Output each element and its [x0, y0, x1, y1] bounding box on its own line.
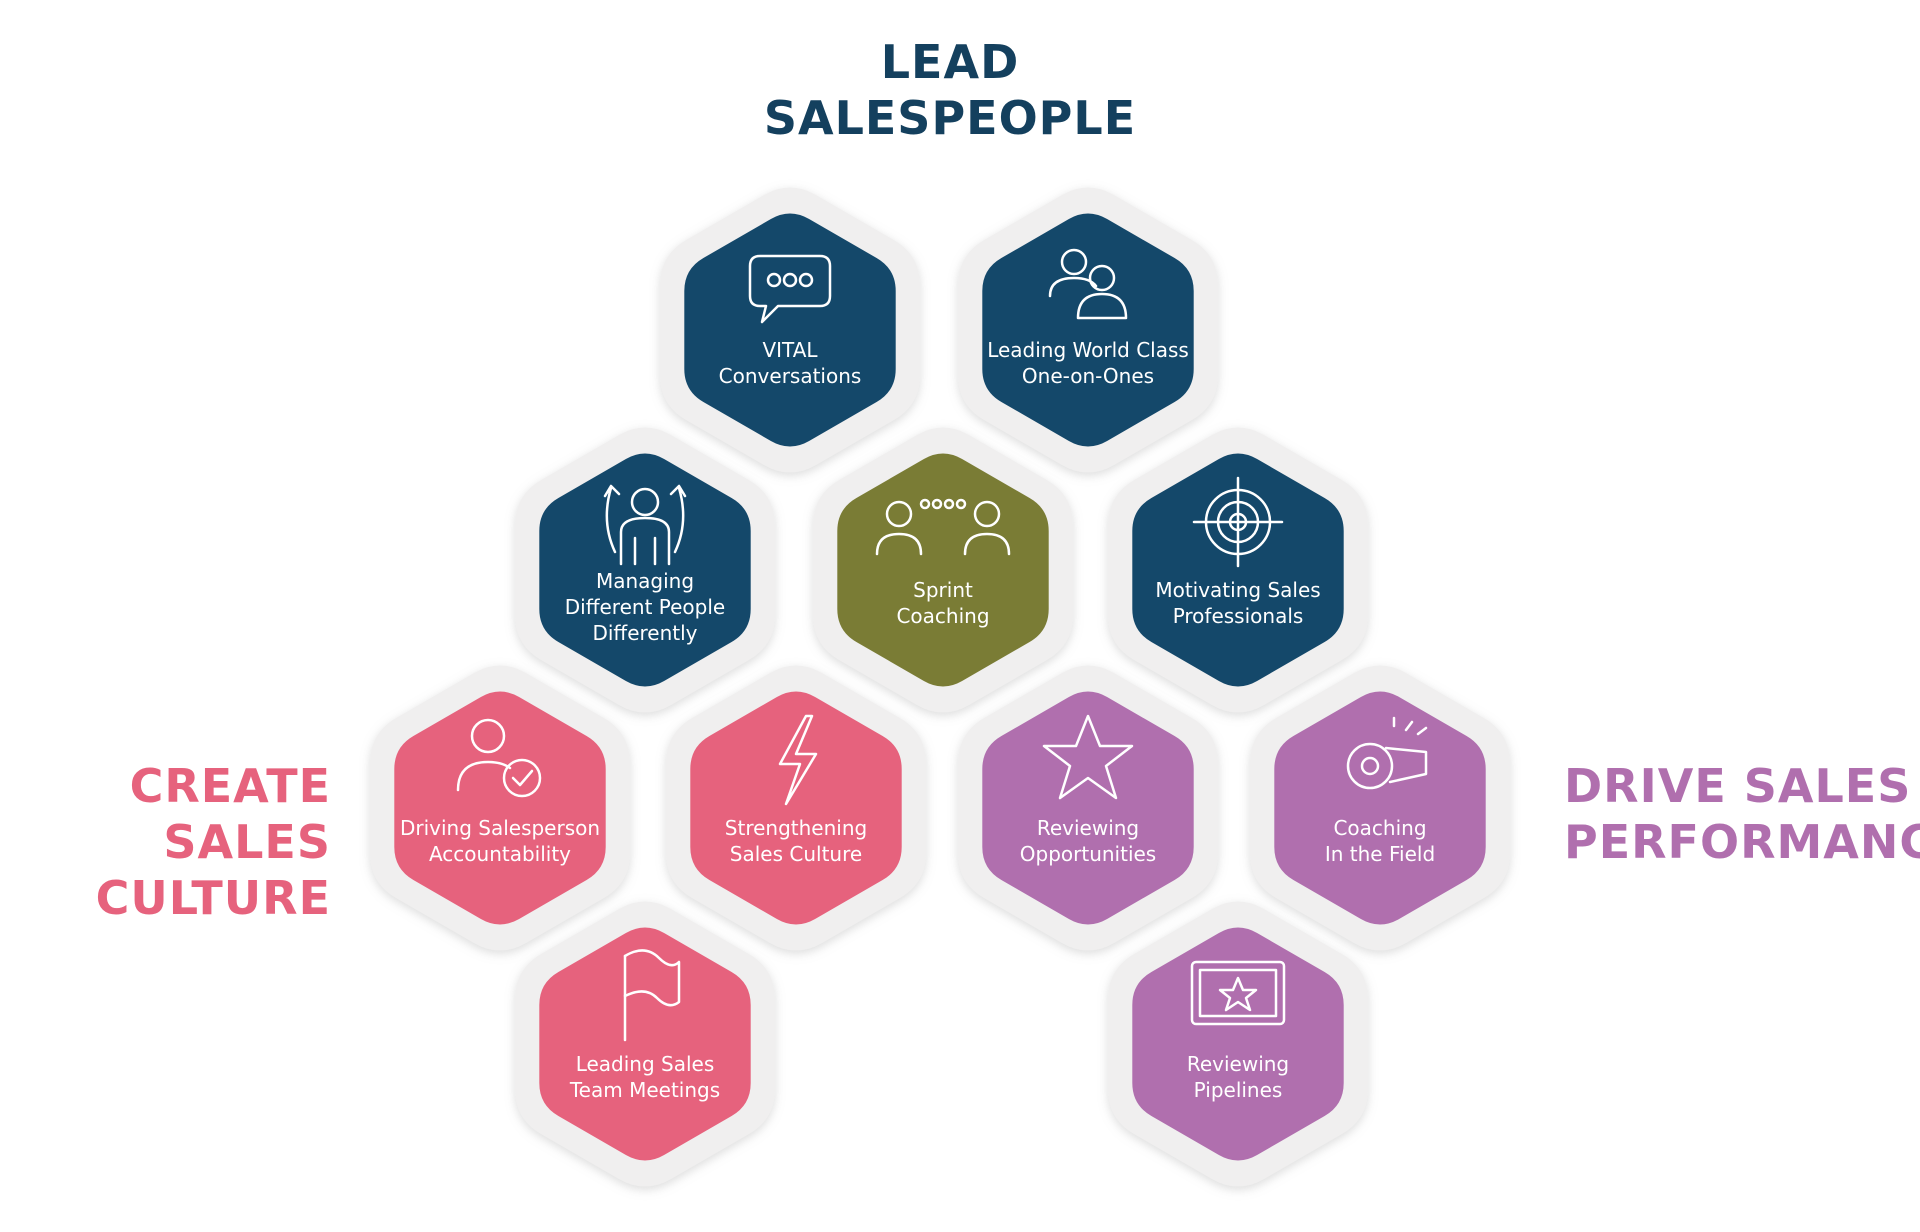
hexagon-tile: [690, 691, 902, 925]
heading-line: PERFORMANCE: [1564, 815, 1920, 869]
hexagon-label: Pipelines: [1194, 1078, 1283, 1102]
lightning-icon: [778, 714, 818, 806]
two-people-icon: [1048, 248, 1128, 320]
heading-line: DRIVE SALES: [1564, 759, 1912, 813]
heading-drive-sales-performance: DRIVE SALES PERFORMANCE: [1564, 758, 1920, 870]
hexagon-label: Motivating Sales: [1155, 578, 1320, 602]
hexagon-tile: [982, 691, 1194, 925]
hexagon-label: Different People: [565, 595, 725, 619]
hexagon-label: Driving Salesperson: [400, 816, 600, 840]
hexagon-tile: [539, 927, 751, 1161]
hexagon-label: Sales Culture: [730, 842, 862, 866]
hexagon-tile: [837, 453, 1049, 687]
hexagon-label: Reviewing: [1037, 816, 1139, 840]
hexagon-tile: [684, 213, 896, 447]
hexagon-label: Leading World Class: [987, 338, 1189, 362]
heading-line: CULTURE: [95, 871, 331, 925]
hexagon-tile: [1274, 691, 1486, 925]
chat-bubble-icon: [748, 254, 832, 324]
hexagon-label: In the Field: [1325, 842, 1435, 866]
hexagon-label: VITAL: [762, 338, 818, 362]
heading-line: CREATE SALES: [129, 759, 331, 869]
hexagon-tile: [394, 691, 606, 925]
hexagon-label: Coaching: [896, 604, 989, 628]
hexagon-tile: [1132, 927, 1344, 1161]
screen-star-icon: [1190, 960, 1286, 1026]
star-icon: [1042, 714, 1134, 800]
hexagon-label: Opportunities: [1020, 842, 1156, 866]
hexagon-label: Coaching: [1333, 816, 1426, 840]
flag-icon: [623, 949, 681, 1042]
hexagon-label: Team Meetings: [569, 1078, 720, 1102]
hexagon-label: Managing: [596, 569, 694, 593]
whistle-icon: [1346, 716, 1428, 790]
person-arrows-icon: [603, 484, 687, 566]
hexagon-label: Leading Sales: [576, 1052, 715, 1076]
hexagon-label: Sprint: [913, 578, 973, 602]
heading-create-sales-culture: CREATE SALES CULTURE: [6, 758, 331, 926]
hexagon-tile: [1132, 453, 1344, 687]
person-check-icon: [456, 718, 542, 798]
hexagon-label: Professionals: [1173, 604, 1304, 628]
hexagon-label: Differently: [592, 621, 697, 645]
people-conversation-icon: [875, 498, 1011, 556]
heading-line: SALESPEOPLE: [763, 91, 1137, 145]
hexagon-label: Accountability: [429, 842, 571, 866]
heading-lead-salespeople: LEAD SALESPEOPLE: [660, 34, 1240, 146]
heading-line: LEAD: [880, 35, 1020, 89]
target-icon: [1192, 476, 1284, 568]
hexagon-label: Strengthening: [725, 816, 867, 840]
hexagon-label: Reviewing: [1187, 1052, 1289, 1076]
hexagon-label: One-on-Ones: [1022, 364, 1154, 388]
hexagon-tile: [539, 453, 751, 687]
hexagon-tile: [982, 213, 1194, 447]
hexagon-label: Conversations: [719, 364, 862, 388]
